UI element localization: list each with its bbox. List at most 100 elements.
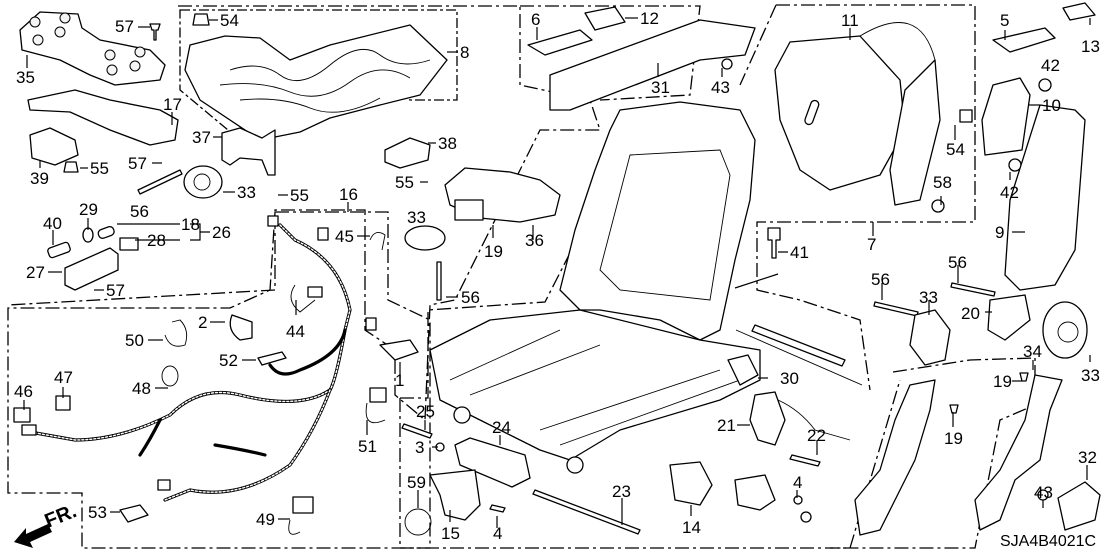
callout-56[interactable]: 56 xyxy=(948,253,967,272)
part-11-cable xyxy=(859,22,936,61)
callout-8[interactable]: 8 xyxy=(460,43,469,62)
group-border-back xyxy=(739,4,976,391)
callout-4[interactable]: 4 xyxy=(493,524,502,543)
seat-base-foot xyxy=(566,456,584,474)
callout-38[interactable]: 38 xyxy=(438,134,457,153)
callout-14[interactable]: 14 xyxy=(682,518,701,537)
callout-11[interactable]: 11 xyxy=(841,11,859,30)
callout-28[interactable]: 28 xyxy=(147,231,166,250)
callout-52[interactable]: 52 xyxy=(219,351,238,370)
callout-27[interactable]: 27 xyxy=(26,263,45,282)
part-33-motor xyxy=(183,165,223,199)
callout-19[interactable]: 19 xyxy=(944,429,963,448)
part-13-cover xyxy=(1062,2,1096,21)
callout-1[interactable]: 1 xyxy=(395,371,404,390)
callout-36[interactable]: 36 xyxy=(525,231,544,250)
callout-50[interactable]: 50 xyxy=(125,331,144,350)
part-56-bolt-right xyxy=(950,282,996,297)
callout-54[interactable]: 54 xyxy=(220,11,239,30)
callout-23[interactable]: 23 xyxy=(612,482,631,501)
callout-43[interactable]: 43 xyxy=(711,78,730,97)
part-45-clip xyxy=(369,231,386,251)
part-29-cap xyxy=(82,227,94,243)
callout-51[interactable]: 51 xyxy=(358,437,377,456)
callout-57[interactable]: 57 xyxy=(115,17,134,36)
callout-19[interactable]: 19 xyxy=(484,242,503,261)
part-43-clip xyxy=(721,58,733,70)
callout-29[interactable]: 29 xyxy=(79,200,98,219)
callout-labels: 57 54 35 17 8 37 39 55 57 33 56 55 38 55… xyxy=(14,9,1100,543)
callout-48[interactable]: 48 xyxy=(132,379,151,398)
callout-56[interactable]: 56 xyxy=(871,270,890,289)
callout-3[interactable]: 3 xyxy=(415,438,424,457)
callout-43[interactable]: 43 xyxy=(1034,483,1053,502)
part-56-bolt-right xyxy=(873,301,919,317)
callout-46[interactable]: 46 xyxy=(14,382,33,401)
part-42-nut xyxy=(1038,78,1052,92)
part-21-cable xyxy=(777,399,851,441)
part-41-bolt xyxy=(767,227,781,259)
part-8-springs xyxy=(219,48,431,113)
callout-10[interactable]: 10 xyxy=(1042,96,1061,115)
callout-40[interactable]: 40 xyxy=(43,214,62,233)
seat-base-frame xyxy=(429,309,761,461)
callout-54[interactable]: 54 xyxy=(946,140,965,159)
callout-44[interactable]: 44 xyxy=(286,322,305,341)
part-outlines xyxy=(13,2,1101,536)
callout-49[interactable]: 49 xyxy=(256,510,275,529)
callout-55[interactable]: 55 xyxy=(90,159,109,178)
callout-55[interactable]: 55 xyxy=(395,173,414,192)
callout-12[interactable]: 12 xyxy=(640,9,659,28)
callout-35[interactable]: 35 xyxy=(16,68,35,87)
callout-41[interactable]: 41 xyxy=(790,243,809,262)
callout-33[interactable]: 33 xyxy=(407,208,426,227)
callout-34[interactable]: 34 xyxy=(1023,342,1042,361)
callout-5[interactable]: 5 xyxy=(1000,11,1009,30)
callout-57[interactable]: 57 xyxy=(106,281,125,300)
callout-17[interactable]: 17 xyxy=(163,95,182,114)
callout-24[interactable]: 24 xyxy=(492,418,511,437)
callout-56[interactable]: 56 xyxy=(461,288,480,307)
callout-33[interactable]: 33 xyxy=(1081,366,1100,385)
callout-39[interactable]: 39 xyxy=(30,169,49,188)
callout-6[interactable]: 6 xyxy=(531,10,540,29)
callout-56[interactable]: 56 xyxy=(130,202,149,221)
callout-25[interactable]: 25 xyxy=(416,402,435,421)
part-22-bolt xyxy=(789,454,821,467)
callout-55[interactable]: 55 xyxy=(290,186,309,205)
callout-58[interactable]: 58 xyxy=(933,173,952,192)
callout-32[interactable]: 32 xyxy=(1078,448,1097,467)
part-39-switch xyxy=(29,127,79,166)
part-35-grommet xyxy=(129,60,141,72)
callout-37[interactable]: 37 xyxy=(192,128,211,147)
callout-19[interactable]: 19 xyxy=(993,372,1012,391)
callout-26[interactable]: 26 xyxy=(212,223,231,242)
seat-base-foot xyxy=(453,406,471,424)
callout-59[interactable]: 59 xyxy=(407,473,426,492)
callout-21[interactable]: 21 xyxy=(717,416,736,435)
callout-53[interactable]: 53 xyxy=(88,503,107,522)
callout-2[interactable]: 2 xyxy=(198,313,207,332)
callout-15[interactable]: 15 xyxy=(441,524,460,543)
callout-42[interactable]: 42 xyxy=(1000,183,1019,202)
part-35-grommet xyxy=(29,16,41,28)
part-18-cover xyxy=(97,225,115,239)
callout-45[interactable]: 45 xyxy=(335,227,354,246)
callout-13[interactable]: 13 xyxy=(1081,37,1100,56)
callout-16[interactable]: 16 xyxy=(339,185,358,204)
callout-4[interactable]: 4 xyxy=(793,473,802,492)
part-59-ring xyxy=(404,508,432,536)
callout-57[interactable]: 57 xyxy=(128,154,147,173)
callout-30[interactable]: 30 xyxy=(780,369,799,388)
callout-33[interactable]: 33 xyxy=(919,288,938,307)
callout-33[interactable]: 33 xyxy=(237,183,256,202)
part-35-grommet xyxy=(134,46,146,58)
callout-18[interactable]: 18 xyxy=(181,215,200,234)
callout-9[interactable]: 9 xyxy=(995,223,1004,242)
callout-20[interactable]: 20 xyxy=(961,304,980,323)
callout-22[interactable]: 22 xyxy=(807,426,826,445)
callout-31[interactable]: 31 xyxy=(651,78,670,97)
callout-42[interactable]: 42 xyxy=(1041,56,1060,75)
callout-47[interactable]: 47 xyxy=(54,368,73,387)
callout-7[interactable]: 7 xyxy=(867,235,876,254)
